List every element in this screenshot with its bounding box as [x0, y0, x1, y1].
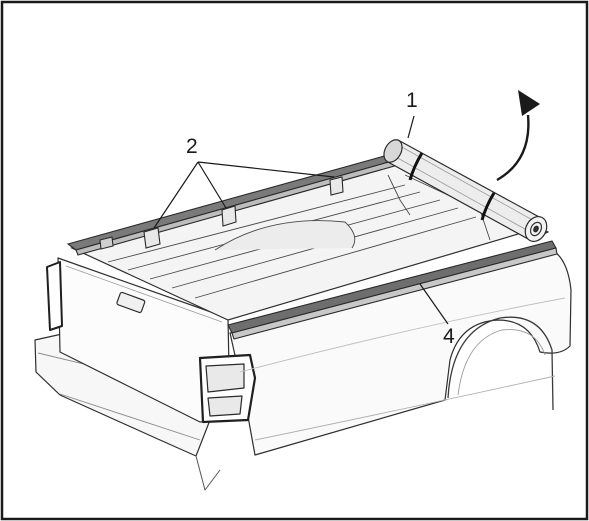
cover-strap-rear	[480, 192, 496, 221]
truck-body	[34, 251, 572, 491]
rail-clamps	[99, 176, 344, 250]
tailgate-handle	[116, 291, 146, 314]
callout-leaders	[153, 115, 449, 325]
clamp-middle	[221, 205, 237, 227]
callout-2: 2	[186, 135, 198, 158]
left-taillight	[46, 261, 63, 331]
callout-1: 1	[406, 89, 418, 112]
cover-strap-front	[408, 152, 424, 181]
callout-4: 4	[443, 325, 455, 348]
truck-bed-interior	[70, 161, 527, 321]
leader-4	[419, 283, 449, 325]
curved-arrow-icon	[496, 90, 540, 182]
leader-2-b	[197, 161, 227, 209]
leader-1	[407, 115, 415, 139]
leader-2-a	[153, 161, 199, 229]
leader-2-c	[197, 161, 335, 178]
clamp-right	[329, 176, 344, 196]
rolled-tonneau-cover	[383, 139, 548, 243]
clamp-left	[143, 227, 161, 249]
